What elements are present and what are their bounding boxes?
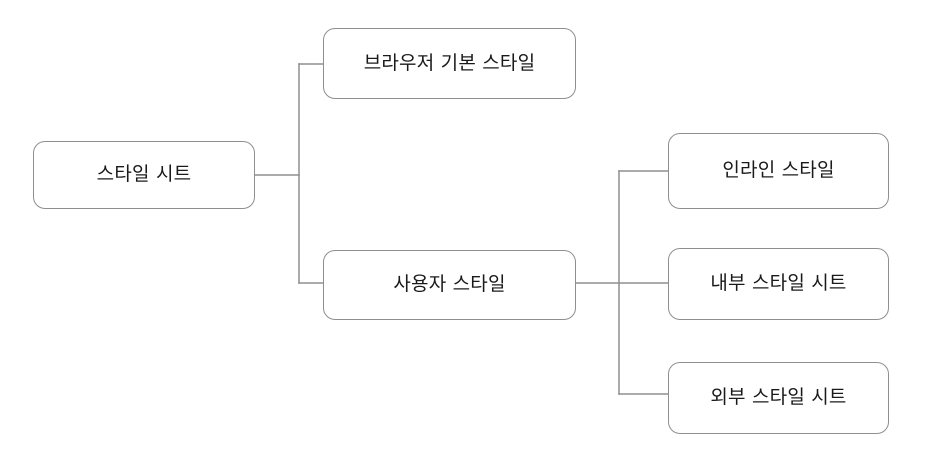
node-external-stylesheet[interactable]: 외부 스타일 시트: [668, 362, 889, 434]
node-label: 스타일 시트: [96, 163, 192, 186]
node-label: 인라인 스타일: [722, 159, 835, 182]
node-inline-style[interactable]: 인라인 스타일: [668, 133, 889, 209]
node-label: 내부 스타일 시트: [710, 272, 847, 295]
node-label: 사용자 스타일: [393, 273, 506, 296]
node-label: 브라우저 기본 스타일: [363, 51, 536, 74]
node-browser-default-style[interactable]: 브라우저 기본 스타일: [323, 28, 576, 99]
node-user-style[interactable]: 사용자 스타일: [323, 250, 576, 320]
node-internal-stylesheet[interactable]: 내부 스타일 시트: [668, 248, 889, 320]
node-label: 외부 스타일 시트: [710, 386, 847, 409]
node-style-sheet[interactable]: 스타일 시트: [33, 141, 255, 209]
